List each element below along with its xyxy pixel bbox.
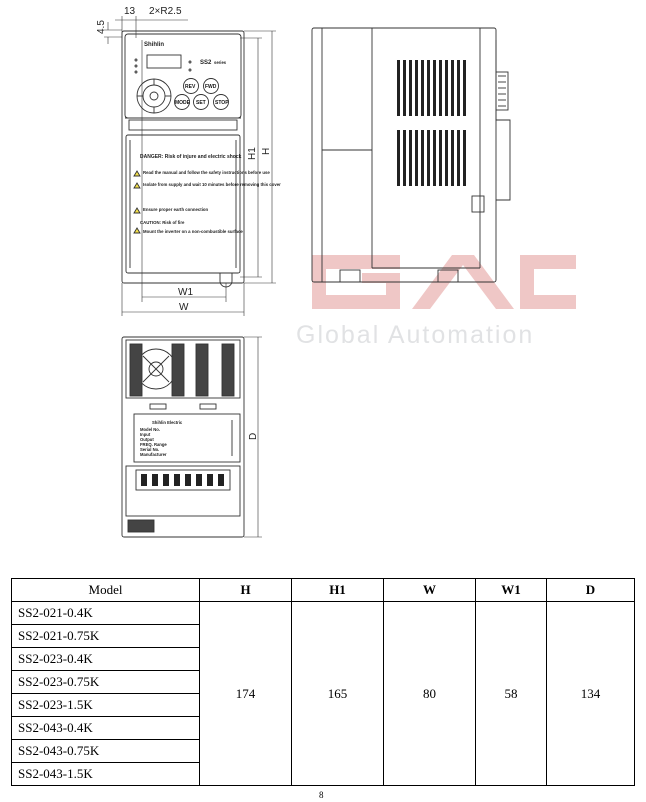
header-model: Model: [11, 578, 200, 602]
table-header-row: Model H H1 W W1 D: [11, 578, 635, 602]
stop-button-label: STOP: [215, 100, 229, 106]
model-cell: SS2-043-0.75K: [11, 739, 200, 763]
front-brand: Shihlin: [144, 42, 164, 48]
vent-slot: [433, 60, 436, 116]
vent-slot: [445, 60, 448, 116]
vent-slot: [445, 130, 448, 186]
value-w: 80: [383, 601, 476, 786]
nameplate-line-5: Serial No.: [140, 447, 159, 452]
terminal-slots: [141, 474, 224, 486]
header-h: H: [199, 578, 292, 602]
nameplate-line-4: FREQ. Range: [140, 442, 167, 447]
dim-h: H: [261, 148, 272, 155]
model-cell: SS2-043-0.4K: [11, 716, 200, 740]
vent-slot: [439, 60, 442, 116]
vent-slot: [451, 60, 454, 116]
watermark-text: Global Automation: [296, 321, 534, 349]
vent-slot: [421, 60, 424, 116]
vent-slot: [415, 130, 418, 186]
table-row: SS2-023-0.4K: [11, 647, 635, 671]
watermark: Global Automation: [296, 255, 576, 349]
dim-h1: H1: [247, 147, 258, 160]
vent-slot: [427, 60, 430, 116]
header-d: D: [546, 578, 635, 602]
terminal-slot: [152, 474, 158, 486]
page-number: 8: [319, 790, 324, 800]
table-row: SS2-043-1.5K: [11, 762, 635, 786]
header-h1: H1: [291, 578, 384, 602]
table-row: SS2-021-0.75K: [11, 624, 635, 648]
terminal-slot: [218, 474, 224, 486]
value-h1: 165: [291, 601, 384, 786]
vent-slot: [415, 60, 418, 116]
terminal-slot: [141, 474, 147, 486]
danger-title: DANGER: Risk of injure and electric shoc…: [140, 154, 242, 160]
dim-4-5: 4.5: [96, 20, 107, 34]
bottom-view: [121, 336, 262, 538]
model-cell: SS2-043-1.5K: [11, 762, 200, 786]
vent-slot: [457, 60, 460, 116]
vent-slot: [397, 130, 400, 186]
caution-title: CAUTION: Risk of fire: [140, 220, 185, 225]
nameplate-line-6: Manufacturer: [140, 452, 167, 457]
terminal-slot: [185, 474, 191, 486]
danger-line-1: Read the manual and follow the safety in…: [143, 170, 270, 175]
terminal-slot: [207, 474, 213, 486]
dim-13: 13: [124, 6, 136, 17]
vent-slot: [439, 130, 442, 186]
table-row: SS2-021-0.4K 174 165 80 58 134: [11, 601, 635, 786]
header-w: W: [383, 578, 476, 602]
model-cell: SS2-023-0.4K: [11, 647, 200, 671]
gac-logo: [312, 255, 576, 309]
terminal-slot: [163, 474, 169, 486]
table-row: SS2-023-1.5K: [11, 693, 635, 717]
nameplate-line-2: Input: [140, 432, 151, 437]
side-vents: [397, 60, 466, 186]
value-w1: 58: [475, 601, 547, 786]
vent-slot: [463, 60, 466, 116]
danger-line-3: Ensure proper earth connection: [143, 207, 209, 212]
vent-slot: [409, 130, 412, 186]
technical-drawing: Global Automation: [96, 6, 576, 538]
vent-slot: [403, 130, 406, 186]
vent-slot: [433, 130, 436, 186]
dim-w1: W1: [178, 287, 193, 298]
dim-w: W: [179, 302, 189, 313]
vent-slot: [403, 60, 406, 116]
vent-slot: [427, 130, 430, 186]
vent-slot: [451, 130, 454, 186]
model-cell: SS2-021-0.75K: [11, 624, 200, 648]
front-view: [104, 16, 276, 316]
fwd-button-label: FWD: [205, 84, 217, 90]
caution-line-1: Mount the inverter on a non-combustible …: [143, 229, 243, 234]
model-cell: SS2-023-1.5K: [11, 693, 200, 717]
vent-slot: [409, 60, 412, 116]
set-button-label: SET: [196, 100, 206, 106]
value-h: 174: [199, 601, 292, 786]
side-view: [311, 27, 511, 283]
front-model-suffix: series: [214, 60, 227, 65]
vent-slot: [457, 130, 460, 186]
model-cell: SS2-023-0.75K: [11, 670, 200, 694]
header-w1: W1: [475, 578, 547, 602]
vent-slot: [397, 60, 400, 116]
front-model: SS2: [200, 60, 212, 66]
rev-button-label: REV: [185, 84, 196, 90]
table-row: SS2-043-0.4K: [11, 716, 635, 740]
mode-button-label: MODE: [175, 100, 191, 106]
nameplate-brand: Shihlin Electric: [152, 420, 183, 425]
terminal-slot: [174, 474, 180, 486]
nameplate-line-1: Model No.: [140, 427, 160, 432]
value-d: 134: [546, 601, 635, 786]
terminal-slot: [196, 474, 202, 486]
nameplate-line-3: Output: [140, 437, 154, 442]
model-cell: SS2-021-0.4K: [11, 601, 200, 625]
vent-slot: [421, 130, 424, 186]
dim-d: D: [248, 433, 259, 440]
dim-holes: 2×R2.5: [149, 6, 182, 17]
vent-slot: [463, 130, 466, 186]
danger-line-2: Isolate from supply and wait 10 minutes …: [143, 182, 281, 187]
dimension-table: Model H H1 W W1 D SS2-021-0.4K 174 165 8…: [11, 578, 635, 786]
